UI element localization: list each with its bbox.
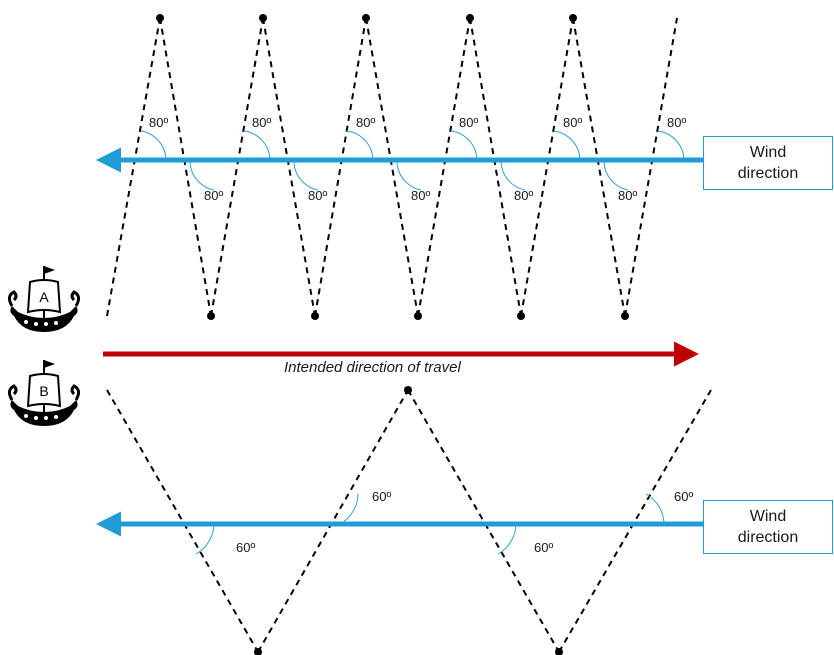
turn-point xyxy=(517,312,525,320)
path-b-leg xyxy=(558,389,712,653)
path-a-leg xyxy=(262,17,316,317)
path-a-angle-labels: 80º 80º 80º 80º 80º 80º 80º 80º 80º 80º … xyxy=(149,115,686,203)
angle-arc xyxy=(243,130,271,161)
wind-direction-box-b: Wind direction xyxy=(703,500,833,554)
turn-point xyxy=(466,14,474,22)
angle-arc xyxy=(497,523,517,555)
path-a-leg xyxy=(469,17,522,317)
angle-arc xyxy=(450,130,478,161)
angle-arc xyxy=(645,493,665,525)
ship-a-label: A xyxy=(39,289,49,305)
angle-arc xyxy=(500,159,526,191)
path-a-leg xyxy=(210,17,264,317)
angle-label: 80º xyxy=(618,188,637,203)
travel-label: Intended direction of travel xyxy=(284,359,461,376)
viking-ship-icon: A xyxy=(7,266,81,332)
path-a-leg xyxy=(365,17,419,317)
path-a-leg xyxy=(624,17,678,317)
path-a-leg xyxy=(159,17,212,317)
angle-label: 60º xyxy=(372,489,391,504)
path-a-zigzag xyxy=(106,17,678,317)
turn-point xyxy=(555,648,563,655)
angle-label: 80º xyxy=(514,188,533,203)
angle-arc xyxy=(189,159,215,191)
wind-box-line1: Wind xyxy=(749,144,787,161)
wind-box-line2: direction xyxy=(737,165,799,182)
path-a-turn-points xyxy=(156,14,629,320)
angle-label: 80º xyxy=(204,188,223,203)
turn-point xyxy=(156,14,164,22)
turn-point xyxy=(621,312,629,320)
path-b-leg xyxy=(257,389,409,653)
path-a-leg xyxy=(106,17,161,317)
angle-arc xyxy=(396,159,422,191)
angle-arc xyxy=(657,130,685,161)
path-a-leg xyxy=(520,17,574,317)
angle-arc xyxy=(140,130,167,161)
angle-arc xyxy=(195,523,215,555)
path-a-leg xyxy=(314,17,367,317)
turn-point xyxy=(311,312,319,320)
angle-arc xyxy=(339,493,359,525)
turn-point xyxy=(259,14,267,22)
ship-b-label: B xyxy=(39,383,48,399)
angle-label: 80º xyxy=(252,115,271,130)
angle-label: 80º xyxy=(563,115,582,130)
wind-box-line1: Wind xyxy=(749,508,787,525)
path-a-leg xyxy=(417,17,471,317)
viking-ship-icon: B xyxy=(7,360,81,426)
angle-arc xyxy=(346,130,374,161)
path-a-angle-arcs xyxy=(140,130,685,191)
turn-point xyxy=(362,14,370,22)
wind-direction-box-a: Wind direction xyxy=(703,136,833,190)
path-b-leg xyxy=(106,389,259,653)
path-a-leg xyxy=(572,17,626,317)
angle-label: 60º xyxy=(534,540,553,555)
angle-label: 80º xyxy=(356,115,375,130)
angle-label: 80º xyxy=(149,115,168,130)
angle-label: 60º xyxy=(236,540,255,555)
turn-point xyxy=(414,312,422,320)
turn-point xyxy=(207,312,215,320)
angle-arc xyxy=(603,159,629,191)
angle-label: 60º xyxy=(674,489,693,504)
angle-arc xyxy=(293,159,319,191)
path-b-angle-arcs xyxy=(195,493,665,555)
turn-point xyxy=(569,14,577,22)
path-b-leg xyxy=(407,389,560,653)
path-b-turn-points xyxy=(254,386,563,655)
angle-label: 80º xyxy=(667,115,686,130)
angle-label: 80º xyxy=(411,188,430,203)
angle-label: 80º xyxy=(459,115,478,130)
angle-arc xyxy=(553,130,581,161)
angle-label: 80º xyxy=(308,188,327,203)
turn-point xyxy=(404,386,412,394)
wind-box-line2: direction xyxy=(737,529,799,546)
turn-point xyxy=(254,648,262,655)
path-b-zigzag xyxy=(106,389,712,653)
path-b-angle-labels: 60º 60º 60º 60º xyxy=(236,489,693,555)
